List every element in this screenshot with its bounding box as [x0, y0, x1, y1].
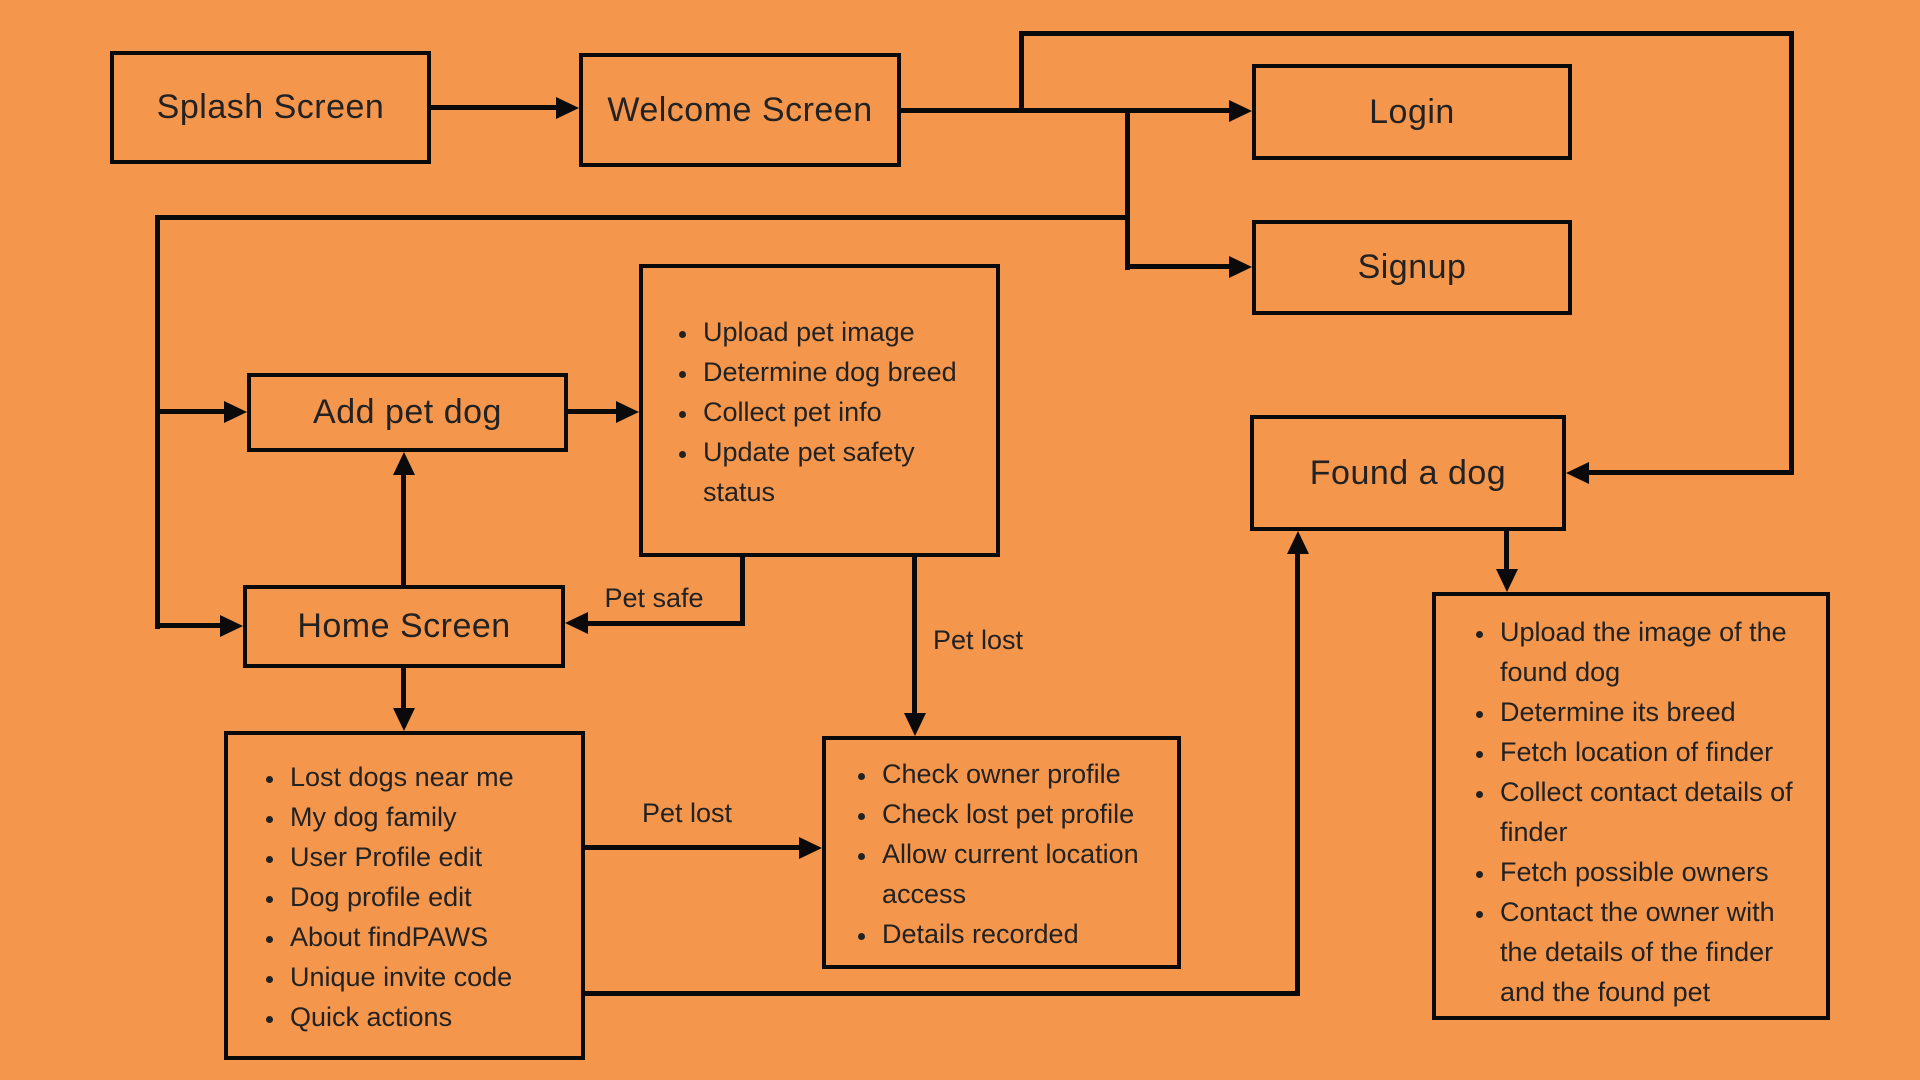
list-item: Contact the owner with the details of th… — [1496, 892, 1800, 1012]
pet-actions-items: Upload pet imageDetermine dog breedColle… — [643, 312, 982, 512]
arrowhead-into-addpet — [224, 401, 247, 423]
edge-left-rail — [155, 215, 160, 629]
list-item: Unique invite code — [286, 957, 514, 997]
list-item: Fetch possible owners — [1496, 852, 1800, 892]
list-item: Update pet safety status — [699, 432, 982, 512]
edge-top-line — [1019, 31, 1794, 36]
node-add-pet-dog-label: Add pet dog — [313, 393, 502, 431]
list-item: User Profile edit — [286, 837, 514, 877]
edge-splash-welcome — [431, 105, 557, 110]
edge-right-drop — [1789, 31, 1794, 475]
edge-branch-signup-horizontal — [1125, 264, 1230, 269]
list-item: Determine its breed — [1496, 692, 1800, 732]
edge-return-line — [155, 215, 1130, 220]
node-splash-screen-label: Splash Screen — [156, 88, 385, 126]
arrowhead-into-lostflow-top — [904, 713, 926, 736]
edge-rail-home — [155, 623, 221, 628]
node-lost-flow-list: Check owner profileCheck lost pet profil… — [822, 736, 1181, 969]
home-menu-items: Lost dogs near meMy dog familyUser Profi… — [228, 757, 514, 1037]
node-welcome-screen: Welcome Screen — [579, 53, 901, 167]
edge-addpet-actions — [568, 409, 617, 414]
edge-petsafe-horizontal — [587, 621, 745, 626]
edge-label-pet-lost-right: Pet lost — [641, 798, 733, 828]
edge-petsafe-vertical — [740, 557, 745, 626]
node-home-screen: Home Screen — [243, 585, 565, 668]
arrowhead-into-actions — [616, 401, 639, 423]
arrowhead-into-found-bottom — [1287, 531, 1309, 554]
arrowhead-into-homemenu — [393, 708, 415, 731]
edge-label-pet-safe: Pet safe — [604, 583, 704, 613]
node-home-screen-label: Home Screen — [297, 607, 511, 645]
node-home-menu-list: Lost dogs near meMy dog familyUser Profi… — [224, 731, 585, 1060]
list-item: My dog family — [286, 797, 514, 837]
edge-branch-signup-vertical — [1125, 108, 1130, 270]
edge-homemenu-found-horizontal — [585, 991, 1300, 996]
list-item: Quick actions — [286, 997, 514, 1037]
node-splash-screen: Splash Screen — [110, 51, 431, 164]
edge-into-found-right — [1588, 470, 1794, 475]
arrowhead-into-login — [1229, 100, 1252, 122]
list-item: Fetch location of finder — [1496, 732, 1800, 772]
arrowhead-into-home-right — [565, 612, 588, 634]
list-item: Allow current location access — [878, 834, 1167, 914]
list-item: Check owner profile — [878, 754, 1167, 794]
edge-label-pet-lost-down: Pet lost — [933, 625, 1024, 655]
node-signup: Signup — [1252, 220, 1572, 315]
edge-welcome-login — [901, 108, 1230, 113]
node-signup-label: Signup — [1357, 248, 1467, 286]
list-item: Collect contact details of finder — [1496, 772, 1800, 852]
node-found-a-dog: Found a dog — [1250, 415, 1566, 531]
arrowhead-into-addpet-bottom — [393, 452, 415, 475]
list-item: Collect pet info — [699, 392, 982, 432]
arrowhead-into-found — [1566, 462, 1589, 484]
edge-riser-top — [1019, 31, 1024, 113]
list-item: Dog profile edit — [286, 877, 514, 917]
edge-home-menu — [401, 668, 406, 710]
edge-petlost-vertical — [912, 557, 917, 715]
list-item: Details recorded — [878, 914, 1167, 954]
node-welcome-screen-label: Welcome Screen — [607, 90, 873, 129]
edge-petlost-horizontal — [585, 845, 800, 850]
arrowhead-into-foundflow — [1496, 569, 1518, 592]
list-item: About findPAWS — [286, 917, 514, 957]
arrowhead-into-home-left — [220, 615, 243, 637]
arrowhead-into-welcome — [556, 97, 579, 119]
node-add-pet-dog: Add pet dog — [247, 373, 568, 452]
arrowhead-into-signup — [1229, 256, 1252, 278]
node-found-flow-list: Upload the image of the found dogDetermi… — [1432, 592, 1830, 1020]
list-item: Check lost pet profile — [878, 794, 1167, 834]
edge-found-foundflow — [1504, 531, 1509, 571]
list-item: Upload the image of the found dog — [1496, 612, 1800, 692]
list-item: Determine dog breed — [699, 352, 982, 392]
node-pet-actions-list: Upload pet imageDetermine dog breedColle… — [639, 264, 1000, 557]
edge-rail-addpet — [155, 409, 225, 414]
lost-flow-items: Check owner profileCheck lost pet profil… — [826, 754, 1167, 954]
arrowhead-into-lostflow-left — [799, 837, 822, 859]
edge-homemenu-found-vertical — [1295, 552, 1300, 996]
node-login: Login — [1252, 64, 1572, 160]
node-found-a-dog-label: Found a dog — [1309, 453, 1507, 492]
list-item: Upload pet image — [699, 312, 982, 352]
list-item: Lost dogs near me — [286, 757, 514, 797]
found-flow-items: Upload the image of the found dogDetermi… — [1436, 612, 1800, 1012]
edge-home-addpet — [401, 473, 406, 585]
node-login-label: Login — [1369, 92, 1455, 131]
